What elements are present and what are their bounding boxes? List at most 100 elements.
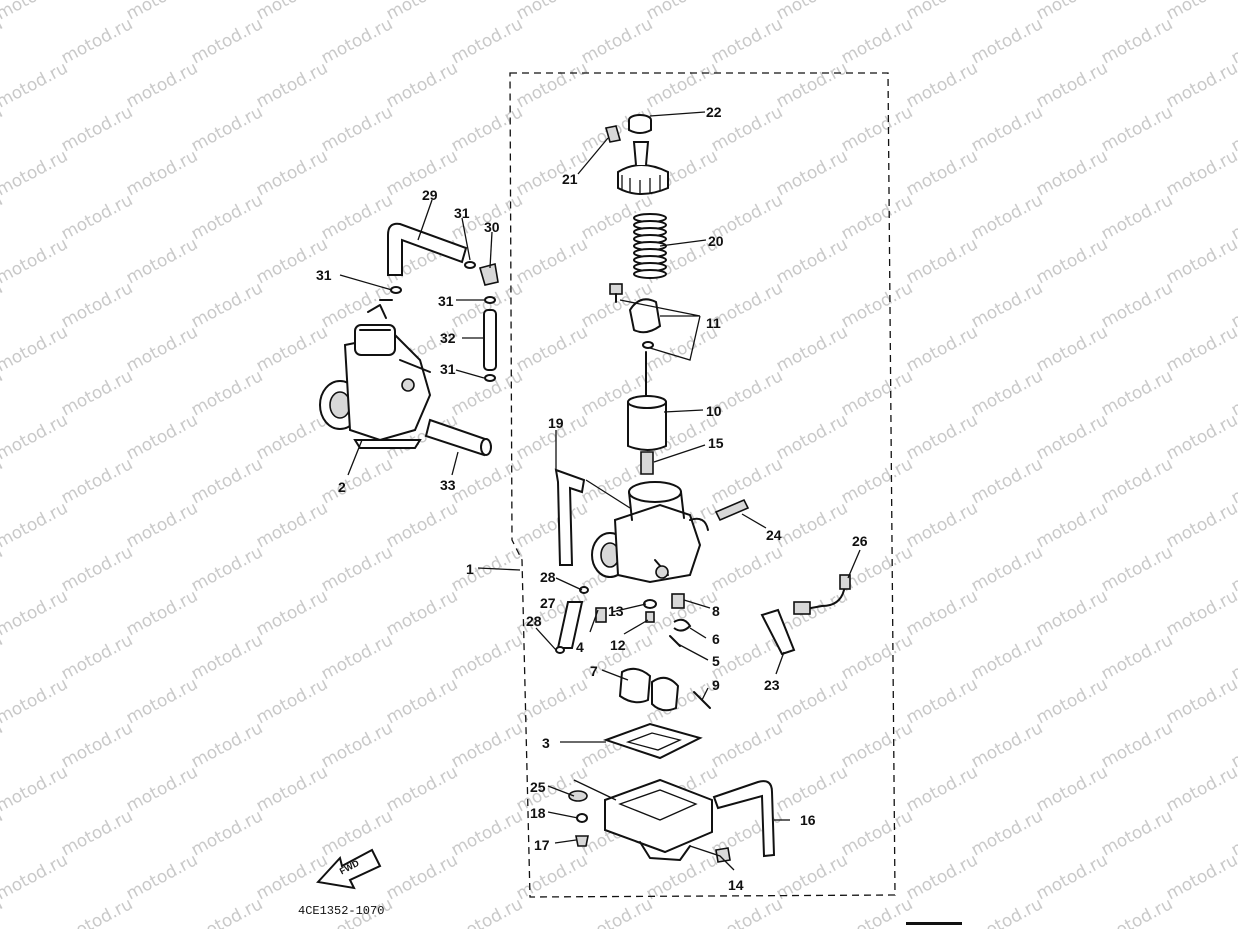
callout-14: 14	[728, 877, 744, 893]
callout-27: 27	[540, 595, 556, 611]
watermark-text: motod.ru	[968, 190, 1046, 244]
watermark-text: motod.ru	[1098, 278, 1176, 332]
watermark-text: motod.ru	[1033, 586, 1111, 640]
watermark-text: motod.ru	[58, 894, 136, 929]
watermark-text: motod.ru	[578, 894, 656, 929]
callout-18: 18	[530, 805, 546, 821]
watermark-text: motod.ru	[773, 850, 851, 904]
watermark-text: motod.ru	[448, 630, 526, 684]
watermark-text: motod.ru	[58, 718, 136, 772]
watermark-text: motod.ru	[188, 454, 266, 508]
watermark-text: motod.ru	[1033, 762, 1111, 816]
watermark-text: motod.ru	[773, 674, 851, 728]
watermark-text: motod.ru	[123, 234, 201, 288]
watermark-text: motod.ru	[188, 278, 266, 332]
watermark-text: motod.ru	[1163, 0, 1238, 24]
mixing-chamber-top-part	[617, 141, 669, 195]
watermark-text: motod.ru	[1033, 234, 1111, 288]
watermark-text: motod.ru	[838, 630, 916, 684]
callout-26: 26	[852, 533, 868, 549]
watermark-text: motod.ru	[1098, 894, 1176, 929]
watermark-text: motod.ru	[903, 498, 981, 552]
watermark-text: motod.ru	[1098, 454, 1176, 508]
watermark-text: motod.ru	[513, 322, 591, 376]
watermark-text: motod.ru	[0, 894, 6, 929]
watermark-text: motod.ru	[318, 102, 396, 156]
carburetor-body-part	[591, 481, 709, 584]
callout-28-upper: 28	[540, 569, 556, 585]
watermark-text: motod.ru	[0, 234, 71, 288]
watermark-text: motod.ru	[773, 410, 851, 464]
watermark-text: motod.ru	[1033, 322, 1111, 376]
watermark-text: motod.ru	[383, 586, 461, 640]
callout-5: 5	[712, 653, 720, 669]
watermark-text: motod.ru	[903, 58, 981, 112]
watermark-text: motod.ru	[188, 190, 266, 244]
watermark-text: motod.ru	[448, 718, 526, 772]
watermark-text: motod.ru	[123, 58, 201, 112]
callout-labels: 22 21 20 11 10 15 19 24 26 1 28 27 13 8 …	[316, 104, 868, 893]
watermark-text: motod.ru	[1098, 14, 1176, 68]
watermark-text: motod.ru	[968, 894, 1046, 929]
watermark-text: motod.ru	[1163, 410, 1238, 464]
watermark-text: motod.ru	[968, 542, 1046, 596]
watermark-text: motod.ru	[513, 498, 591, 552]
watermark-text: motod.ru	[1163, 674, 1238, 728]
watermark-text: motod.ru	[188, 14, 266, 68]
watermark-text: motod.ru	[1098, 190, 1176, 244]
watermark-text: motod.ru	[1163, 850, 1238, 904]
watermark-text: motod.ru	[58, 630, 136, 684]
callout-3: 3	[542, 735, 550, 751]
watermark-text: motod.ru	[383, 498, 461, 552]
watermark-text: motod.ru	[253, 674, 331, 728]
watermark-text: motod.ru	[123, 410, 201, 464]
callout-21: 21	[562, 171, 578, 187]
watermark-text: motod.ru	[578, 14, 656, 68]
float-7-part	[618, 667, 680, 712]
watermark-text: motod.ru	[838, 102, 916, 156]
watermark-text: motod.ru	[968, 14, 1046, 68]
watermark-text: motod.ru	[58, 102, 136, 156]
watermark-text: motod.ru	[318, 806, 396, 860]
watermark-text: motod.ru	[513, 0, 591, 24]
callout-31-left: 31	[316, 267, 332, 283]
watermark-text: motod.ru	[58, 190, 136, 244]
watermark-text: motod.ru	[0, 146, 71, 200]
watermark-text: motod.ru	[903, 850, 981, 904]
callout-11: 11	[706, 315, 721, 331]
watermark-text: motod.ru	[318, 718, 396, 772]
callout-16: 16	[800, 812, 816, 828]
watermark-text: motod.ru	[188, 630, 266, 684]
watermark-text: motod.ru	[1098, 366, 1176, 420]
watermark-text: motod.ru	[58, 806, 136, 860]
watermark-text: motod.ru	[903, 234, 981, 288]
watermark-text: motod.ru	[123, 498, 201, 552]
watermark-text: motod.ru	[903, 674, 981, 728]
watermark-text: motod.ru	[383, 0, 461, 24]
watermark-text: motod.ru	[253, 586, 331, 640]
watermark-text: motod.ru	[253, 762, 331, 816]
leader-lines	[339, 111, 861, 871]
watermark-text: motod.ru	[448, 894, 526, 929]
watermark-text: motod.ru	[903, 586, 981, 640]
callout-19: 19	[548, 415, 564, 431]
watermark-text: motod.ru	[903, 762, 981, 816]
watermark-text: motod.ru	[0, 0, 71, 24]
watermark-text: motod.ru	[0, 322, 71, 376]
watermark-text: motod.ru	[708, 718, 786, 772]
watermark-text: motod.ru	[968, 454, 1046, 508]
watermark-text: motod.ru	[1163, 586, 1238, 640]
watermark-text: motod.ru	[0, 674, 71, 728]
watermark-text: motod.ru	[123, 762, 201, 816]
watermark-text: motod.ru	[773, 322, 851, 376]
callout-10: 10	[706, 403, 722, 419]
watermark-text: motod.ru	[0, 762, 71, 816]
watermark-text: motod.ru	[0, 58, 71, 112]
jets-small-part	[595, 593, 692, 647]
watermark-text: motod.ru	[383, 674, 461, 728]
callout-8: 8	[712, 603, 720, 619]
jet-15-part	[640, 451, 654, 475]
watermark-text: motod.ru	[318, 630, 396, 684]
hose-29-part	[387, 222, 468, 276]
